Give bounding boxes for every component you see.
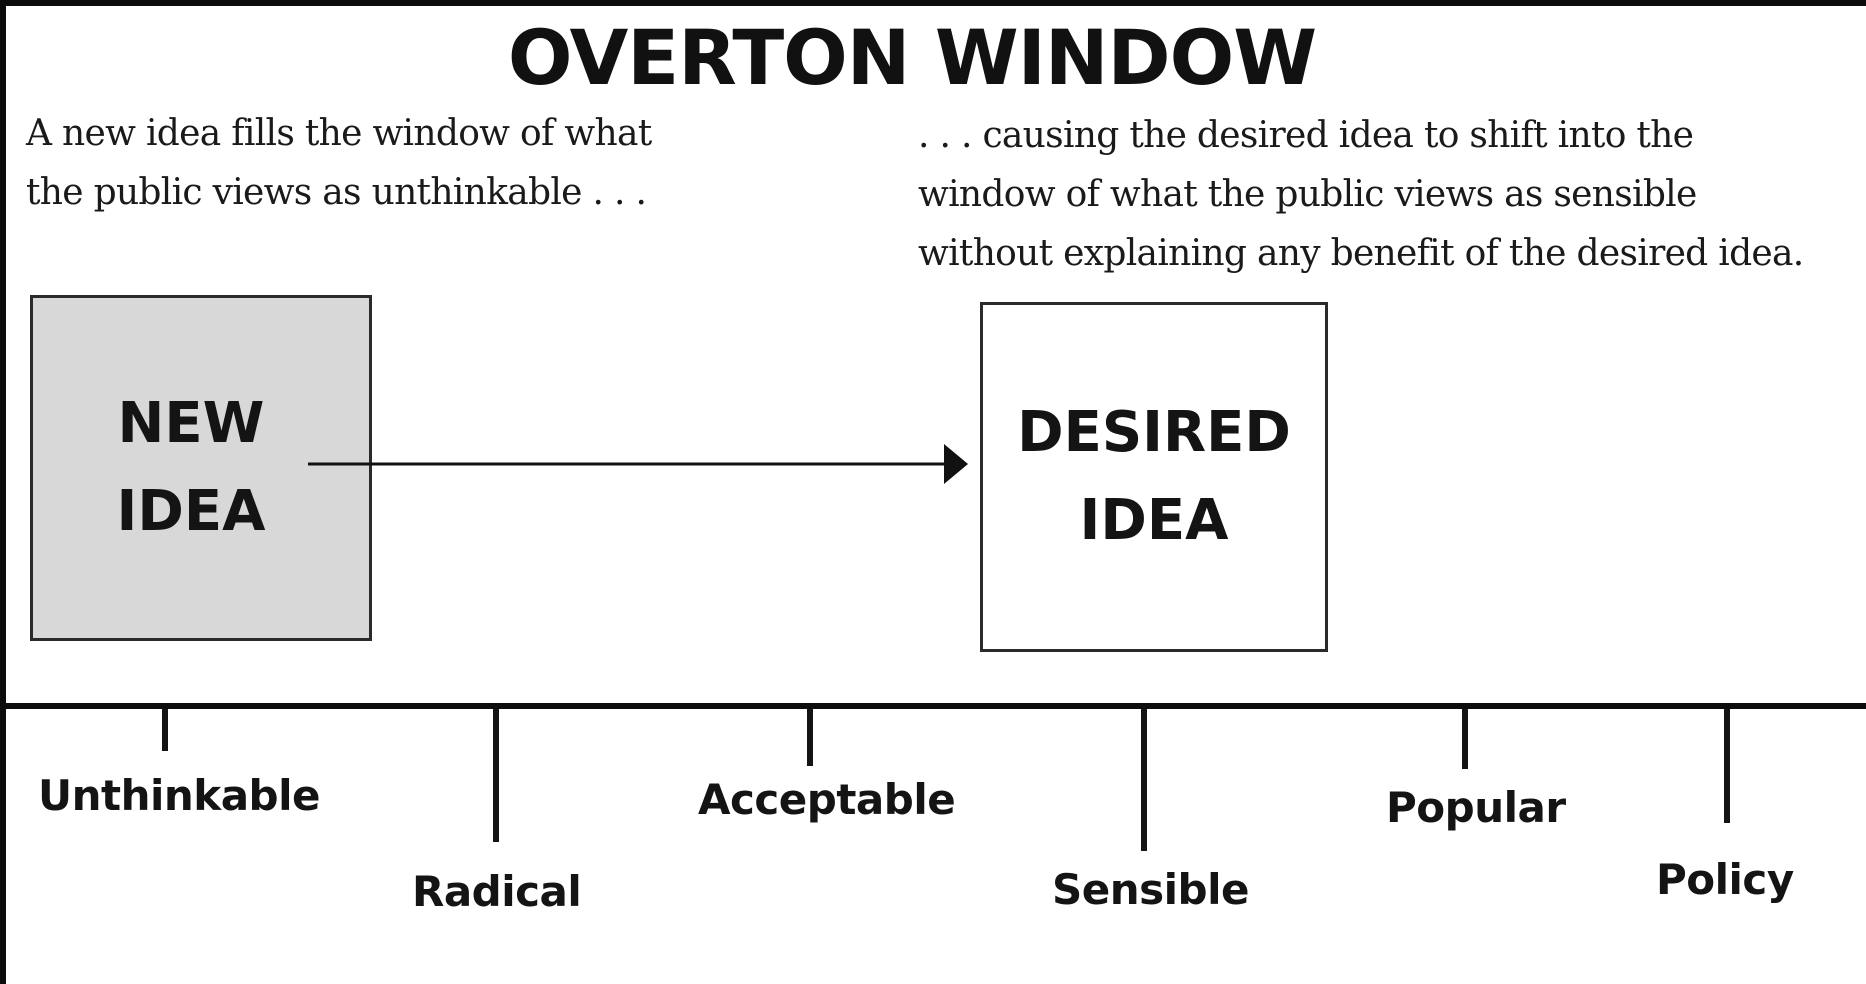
caption-right-line: without explaining any benefit of the de… xyxy=(918,233,1804,274)
new-idea-box: NEW IDEA xyxy=(30,295,372,641)
caption-left-line: the public views as unthinkable . . . xyxy=(26,172,647,213)
scale-tick xyxy=(807,709,813,766)
new-idea-label: NEW xyxy=(117,391,265,456)
scale-label-radical: Radical xyxy=(412,867,582,916)
scale-label-popular: Popular xyxy=(1386,783,1566,832)
caption-right-line: . . . causing the desired idea to shift … xyxy=(918,115,1694,156)
scale-tick xyxy=(162,709,168,751)
scale-tick xyxy=(1141,709,1147,851)
caption-right: . . . causing the desired idea to shift … xyxy=(918,106,1804,283)
arrowhead-icon xyxy=(944,444,968,484)
scale-label-acceptable: Acceptable xyxy=(698,775,956,824)
desired-idea-label: DESIRED xyxy=(1017,400,1291,465)
desired-idea-box: DESIRED IDEA xyxy=(980,302,1328,652)
scale-label-sensible: Sensible xyxy=(1052,865,1249,914)
scale-label-policy: Policy xyxy=(1656,855,1794,904)
scale-tick xyxy=(1724,709,1730,823)
scale-tick xyxy=(1462,709,1468,769)
new-idea-label: IDEA xyxy=(116,479,266,544)
desired-idea-label: IDEA xyxy=(1079,488,1229,553)
shift-arrow xyxy=(308,444,968,484)
diagram-title: OVERTON WINDOW xyxy=(507,13,1317,102)
scale-axis-line xyxy=(6,703,1866,709)
caption-left: A new idea fills the window of what the … xyxy=(26,104,652,222)
scale-tick xyxy=(493,709,499,842)
caption-left-line: A new idea fills the window of what xyxy=(26,113,652,154)
scale-label-unthinkable: Unthinkable xyxy=(38,771,321,820)
caption-right-line: window of what the public views as sensi… xyxy=(918,174,1697,215)
